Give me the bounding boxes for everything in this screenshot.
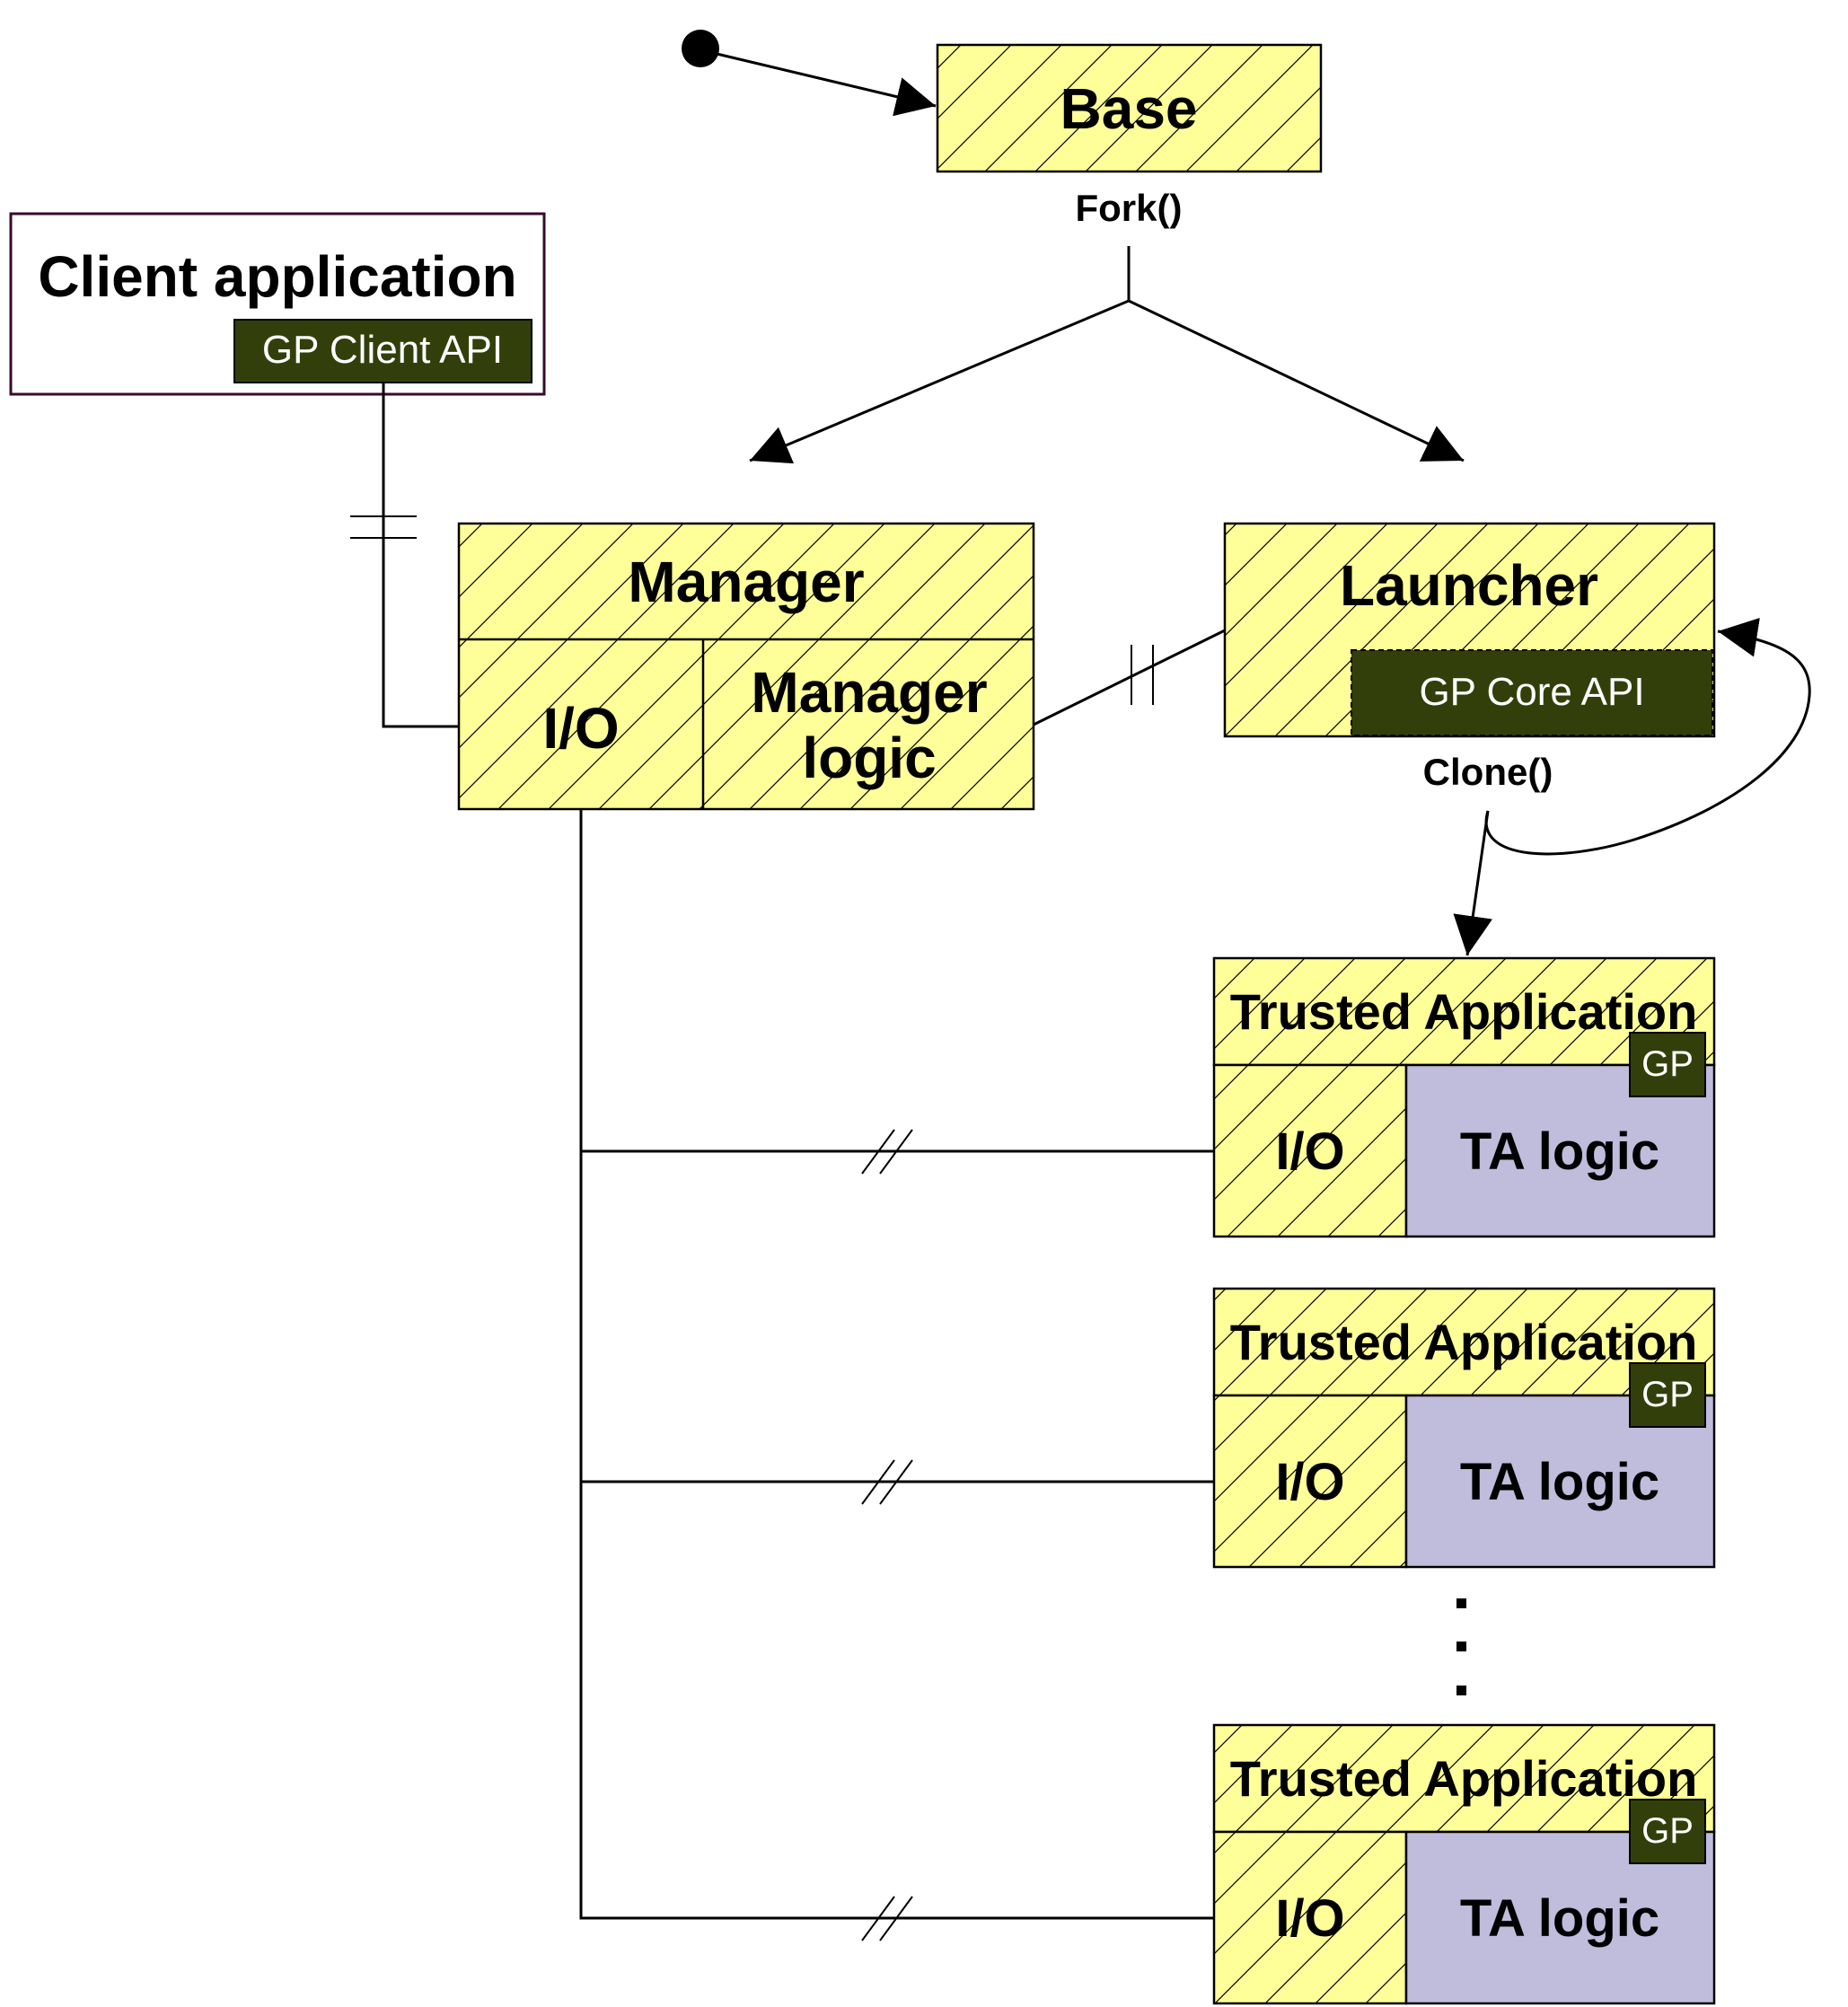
manager-title: Manager (628, 550, 864, 614)
ta-title: Trusted Application (1230, 1314, 1698, 1370)
fork-label: Fork() (1076, 187, 1183, 229)
clone-loop-arrow (1484, 618, 1811, 856)
gp-core-api-box (1351, 649, 1713, 736)
gp-badge (1629, 1032, 1706, 1097)
manager-logic-label-line2: logic (802, 726, 936, 790)
fork-connector (749, 246, 1465, 464)
launcher-title: Launcher (1340, 553, 1598, 618)
ta-logic-label: TA logic (1460, 1889, 1659, 1948)
manager-io-bus (579, 809, 1214, 1920)
launcher-box: Launcher GP Core API (1223, 522, 1716, 738)
start-node (682, 30, 937, 117)
client-application-box: Client application GP Client API (9, 212, 546, 396)
gp-client-api-label: GP Client API (262, 328, 503, 372)
gp-core-api-label: GP Core API (1419, 670, 1644, 714)
gp-badge-label: GP (1641, 1044, 1694, 1084)
client-manager-connector (350, 383, 459, 728)
base-box: Base (936, 43, 1323, 173)
trusted-application-2: Trusted Application GP I/O TA logic (1212, 1287, 1716, 1569)
clone-arrow (1453, 810, 1493, 956)
client-title: Client application (38, 244, 516, 309)
ta-io-label: I/O (1275, 1453, 1344, 1511)
trusted-application-1: Trusted Application GP I/O TA logic (1212, 956, 1716, 1238)
gp-badge-label: GP (1641, 1811, 1694, 1851)
start-arrow (708, 50, 937, 117)
start-dot-icon (682, 30, 719, 67)
manager-io-label: I/O (542, 696, 619, 761)
base-title: Base (1060, 76, 1198, 141)
vertical-ellipsis-icon (1456, 1598, 1466, 1695)
manager-launcher-connector (1033, 629, 1226, 726)
bus-break-marks (861, 1129, 913, 1941)
trusted-application-3: Trusted Application GP I/O TA logic (1212, 1723, 1716, 2005)
manager-logic-label-line1: Manager (751, 660, 987, 725)
ta-title: Trusted Application (1230, 1750, 1698, 1807)
ta-io-label: I/O (1275, 1122, 1344, 1181)
ta-title: Trusted Application (1230, 983, 1698, 1040)
clone-label: Clone() (1423, 751, 1553, 793)
gp-badge (1629, 1799, 1706, 1864)
ta-logic-label: TA logic (1460, 1122, 1659, 1181)
manager-box: Manager I/O Manager logic (457, 522, 1035, 811)
ta-logic-label: TA logic (1460, 1453, 1659, 1511)
gp-badge-label: GP (1641, 1375, 1694, 1414)
gp-badge (1629, 1362, 1706, 1428)
ta-io-label: I/O (1275, 1889, 1344, 1948)
